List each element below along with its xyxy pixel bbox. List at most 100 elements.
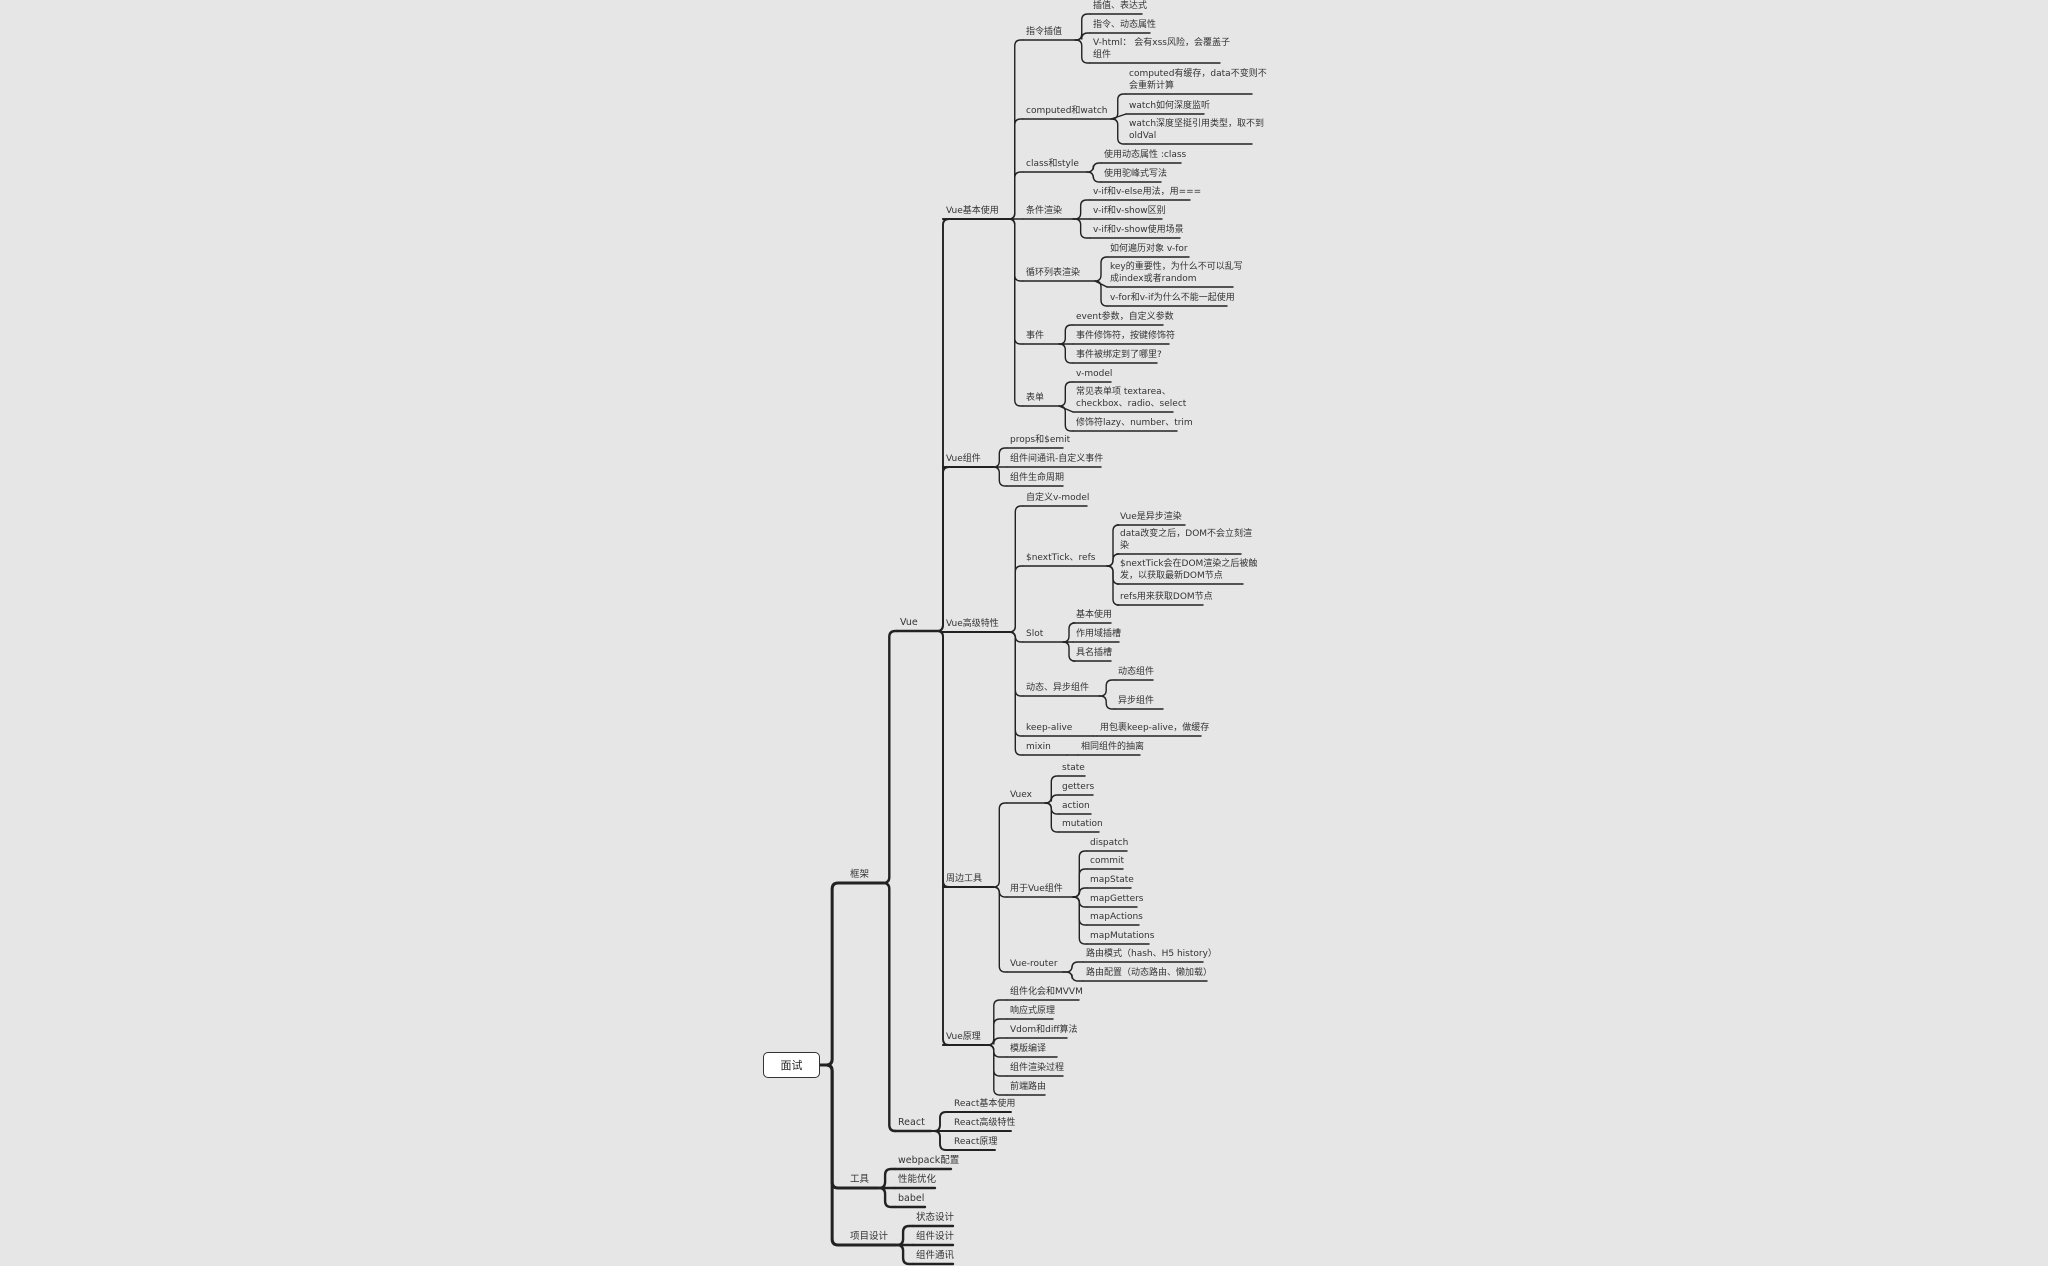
node-label-0-0-3-2-1[interactable]: 路由配置（动态路由、懒加载） [1086, 968, 1213, 978]
node-label-0-0-0-4-0[interactable]: 如何遍历对象 v-for [1110, 244, 1188, 254]
node-label-0-0-0-6[interactable]: 表单 [1026, 393, 1045, 403]
connector-2-0 [893, 1224, 915, 1247]
node-label-0-1-2[interactable]: React原理 [954, 1137, 998, 1147]
connector-0-0-0-4 [1007, 218, 1024, 282]
connector-0-0-0-6 [1007, 218, 1024, 407]
node-label-0-0-0[interactable]: Vue基本使用 [946, 206, 999, 216]
node-label-0-0-2-2-1[interactable]: 作用域插槽 [1076, 629, 1122, 639]
node-label-0-0-4[interactable]: Vue原理 [946, 1032, 981, 1042]
node-label-0[interactable]: 框架 [850, 869, 870, 880]
node-label-0-0-0-4[interactable]: 循环列表渲染 [1026, 268, 1081, 278]
connector-0-0-3-1-5 [1072, 896, 1088, 945]
node-label-0-0-0-5-2[interactable]: 事件被绑定到了哪里? [1076, 350, 1162, 360]
node-label-0-0-3-1-2[interactable]: mapState [1090, 875, 1134, 885]
node-label-2-1[interactable]: 组件设计 [916, 1231, 955, 1242]
node-label-0-0-2-3-0[interactable]: 动态组件 [1118, 667, 1155, 677]
node-label-0-0-2-4[interactable]: keep-alive [1026, 723, 1073, 733]
node-label-0-0-0-0-0[interactable]: 插值、表达式 [1093, 1, 1148, 11]
node-label-0-0-0-1-0[interactable]: computed有缓存，data不变则不 会重新计算 [1129, 69, 1267, 91]
node-label-0-0-0-3[interactable]: 条件渲染 [1026, 206, 1063, 216]
node-label-1-2[interactable]: babel [898, 1193, 925, 1204]
node-label-0-0-2-5[interactable]: mixin [1026, 742, 1051, 752]
node-label-0-0-3-2[interactable]: Vue-router [1010, 959, 1058, 969]
node-label-2-2[interactable]: 组件通讯 [916, 1250, 955, 1261]
node-label-0-0-0-2[interactable]: class和style [1026, 159, 1079, 169]
connector-0-0-3-2 [992, 886, 1008, 973]
node-label-0-0-4-1[interactable]: 响应式原理 [1010, 1006, 1056, 1016]
node-label-0-0-0-0-2[interactable]: V-html： 会有xss风险，会覆盖子 组件 [1093, 38, 1230, 60]
node-label-1-0[interactable]: webpack配置 [898, 1155, 960, 1166]
node-label-0-0-4-3[interactable]: 模版编译 [1010, 1044, 1047, 1054]
node-label-0-0-4-2[interactable]: Vdom和diff算法 [1010, 1025, 1078, 1035]
node-label-1-1[interactable]: 性能优化 [898, 1174, 937, 1185]
node-label-0-0-3-1-1[interactable]: commit [1090, 856, 1125, 866]
node-label-0-0-3-0-2[interactable]: action [1062, 801, 1090, 811]
connector-1-2 [875, 1186, 897, 1209]
node-label-0-0-0-5-1[interactable]: 事件修饰符，按键修饰符 [1076, 331, 1176, 341]
node-label-0-0-1[interactable]: Vue组件 [946, 454, 981, 464]
node-label-0-0-3-1-3[interactable]: mapGetters [1090, 894, 1144, 904]
node-label-0-0-0-3-1[interactable]: v-if和v-show区别 [1093, 206, 1166, 216]
connector-1-0 [875, 1167, 897, 1190]
node-label-0-0-2-1-1[interactable]: data改变之后，DOM不会立刻渲 染 [1120, 529, 1253, 551]
node-label-0-1-1[interactable]: React高级特性 [954, 1118, 1016, 1128]
node-label-0-0-2-1-3[interactable]: refs用来获取DOM节点 [1120, 592, 1213, 602]
node-label-0-0-4-5[interactable]: 前端路由 [1010, 1082, 1047, 1092]
connector-0-0-3-2-0 [1062, 961, 1084, 973]
node-label-2-0[interactable]: 状态设计 [916, 1212, 955, 1223]
node-label-0-0-3-1[interactable]: 用于Vue组件 [1010, 884, 1063, 894]
node-label-0-0-0-3-0[interactable]: v-if和v-else用法，用=== [1093, 187, 1202, 197]
node-label-0-1-0[interactable]: React基本使用 [954, 1099, 1016, 1109]
node-label-0-0-2-2-2[interactable]: 具名插槽 [1076, 648, 1113, 658]
node-label-0-0-0-2-1[interactable]: 使用驼峰式写法 [1104, 169, 1168, 179]
node-label-0-1[interactable]: React [898, 1117, 925, 1128]
node-label-0-0-3-0-3[interactable]: mutation [1062, 819, 1103, 829]
node-label-0-0-0-2-0[interactable]: 使用动态属性 :class [1104, 150, 1187, 160]
node-label-0-0-0-0[interactable]: 指令插值 [1026, 27, 1063, 37]
node-label-0-0-2-1-0[interactable]: Vue是异步渲染 [1120, 512, 1182, 522]
node-label-0-0-0-1-1[interactable]: watch如何深度监听 [1129, 101, 1211, 111]
node-label-2[interactable]: 项目设计 [850, 1231, 889, 1242]
connector-0-0-1 [936, 466, 950, 632]
node-label-0-0-0-5-0[interactable]: event参数，自定义参数 [1076, 312, 1174, 322]
node-label-0-0-3-1-5[interactable]: mapMutations [1090, 931, 1155, 941]
node-label-0-0-2-0[interactable]: 自定义v-model [1026, 493, 1090, 503]
node-label-0-0-3-2-0[interactable]: 路由模式（hash、H5 history） [1086, 949, 1217, 959]
node-label-0-0-0-1[interactable]: computed和watch [1026, 106, 1108, 116]
node-label-0-0-0-4-1[interactable]: key的重要性，为什么不可以乱写 成index或者random [1110, 262, 1243, 284]
node-label-0-0-0-6-1[interactable]: 常见表单项 textarea、 checkbox、radio、select [1076, 387, 1187, 409]
node-label-0-0-3-0-1[interactable]: getters [1062, 782, 1095, 792]
node-label-0-0-4-0[interactable]: 组件化会和MVVM [1010, 987, 1083, 997]
node-label-0-0-1-1[interactable]: 组件间通讯-自定义事件 [1010, 454, 1104, 464]
node-label-0-0-0-4-2[interactable]: v-for和v-if为什么不能一起使用 [1110, 293, 1235, 303]
node-label-0-0-2-5-0[interactable]: 相同组件的抽离 [1081, 742, 1145, 752]
connector-0-0-0-3-0 [1072, 199, 1091, 220]
node-label-0-0-3-0[interactable]: Vuex [1010, 790, 1032, 800]
node-label-0-0-4-4[interactable]: 组件渲染过程 [1010, 1063, 1065, 1073]
node-label-0-0-2-2[interactable]: Slot [1026, 629, 1044, 639]
node-label-0-0-2[interactable]: Vue高级特性 [946, 619, 999, 629]
node-label-0-0-0-6-2[interactable]: 修饰符lazy、number、trim [1076, 418, 1193, 428]
node-label-0-0-0-6-0[interactable]: v-model [1076, 369, 1113, 379]
node-label-1[interactable]: 工具 [850, 1174, 870, 1185]
connector-0-0-0-1-1 [1110, 113, 1127, 120]
node-label-0-0-1-2[interactable]: 组件生命周期 [1010, 473, 1065, 483]
node-label-0-0-2-3[interactable]: 动态、异步组件 [1026, 683, 1090, 693]
node-label-0-0-2-4-0[interactable]: 用包裹keep-alive，做缓存 [1100, 723, 1210, 733]
node-label-0-0-3[interactable]: 周边工具 [946, 874, 983, 884]
node-label-0-0-1-0[interactable]: props和$emit [1010, 435, 1071, 445]
node-label-0-0[interactable]: Vue [900, 617, 918, 628]
node-label-0-0-2-3-1[interactable]: 异步组件 [1118, 696, 1155, 706]
node-label-0-0-2-2-0[interactable]: 基本使用 [1076, 610, 1113, 620]
node-label-0-0-0-3-2[interactable]: v-if和v-show使用场景 [1093, 225, 1184, 235]
node-label-0-0-0-0-1[interactable]: 指令、动态属性 [1093, 20, 1157, 30]
root-node[interactable]: 面试 [763, 1052, 820, 1078]
connector-0 [818, 881, 849, 1067]
node-label-0-0-0-5[interactable]: 事件 [1026, 331, 1045, 341]
node-label-0-0-3-1-0[interactable]: dispatch [1090, 838, 1129, 848]
node-label-0-0-0-1-2[interactable]: watch深度坚挺引用类型，取不到 oldVal [1129, 119, 1265, 141]
node-label-0-0-2-1-2[interactable]: $nextTick会在DOM渲染之后被触 发，以获取最新DOM节点 [1120, 559, 1258, 581]
node-label-0-0-2-1[interactable]: $nextTick、refs [1026, 553, 1096, 563]
node-label-0-0-3-0-0[interactable]: state [1062, 763, 1085, 773]
node-label-0-0-3-1-4[interactable]: mapActions [1090, 912, 1143, 922]
